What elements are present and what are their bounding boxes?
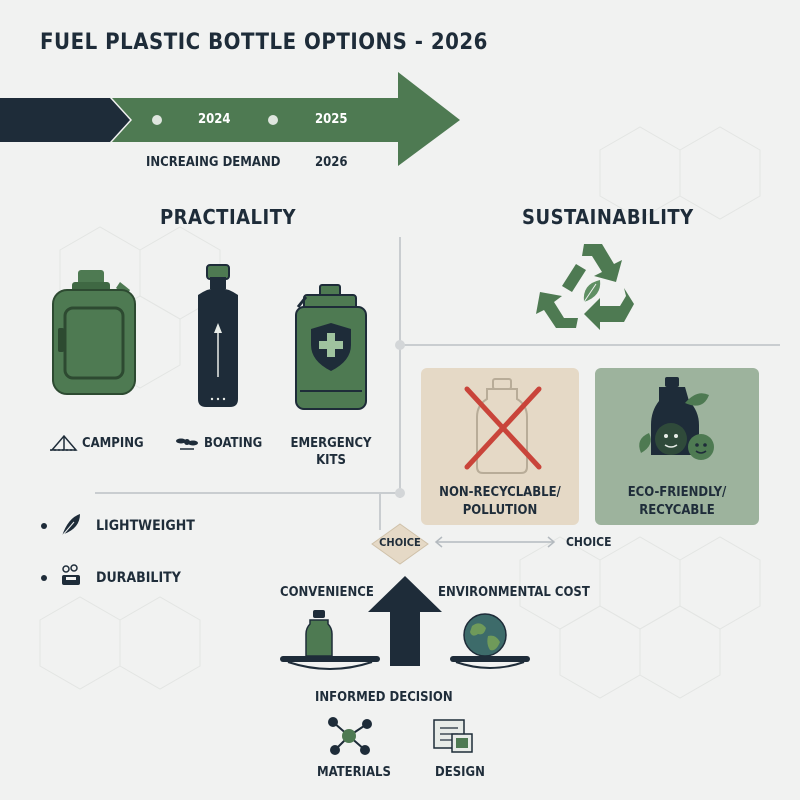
eco-friendly-label: ECO-FRIENDLY/ RECYCABLE	[627, 485, 727, 518]
informed-decision-label: INFORMED DECISION	[315, 690, 453, 705]
convenience-label: CONVENIENCE	[280, 585, 374, 600]
timeline-year-2024: 2024	[198, 112, 231, 127]
emergency-jerrycan-icon	[295, 284, 367, 410]
eco-bottle-characters-icon	[639, 377, 714, 460]
timeline-green-arrow	[112, 72, 460, 166]
timeline-year-2025: 2025	[315, 112, 348, 127]
timeline-arrow	[0, 72, 460, 166]
durability-label: DURABILITY	[96, 570, 181, 586]
choice-badge: CHOICE	[379, 536, 421, 549]
tent-icon	[50, 434, 78, 451]
convenience-bottle-icon	[305, 610, 333, 657]
balance-scale	[280, 576, 530, 670]
boating-bottle-icon	[198, 264, 238, 407]
choice-diamond	[371, 523, 429, 565]
camping-label: CAMPING	[82, 436, 144, 451]
non-recyclable-card	[421, 368, 579, 525]
bullet-dot-lightweight	[41, 523, 47, 529]
up-arrow	[368, 576, 442, 666]
molecule-icon	[328, 717, 372, 755]
environmental-cost-label: ENVIRONMENTAL COST	[438, 585, 590, 600]
choice-label: CHOICE	[566, 535, 612, 549]
materials-label: MATERIALS	[317, 765, 391, 780]
feather-icon	[61, 514, 80, 537]
non-recyclable-label: NON-RECYCLABLE/ POLLUTION	[439, 485, 561, 518]
sustainability-title: SUSTAINABILITY	[522, 205, 694, 229]
practicality-title: PRACTIALITY	[160, 205, 297, 229]
page-title: FUEL PLASTIC BOTTLE OPTIONS - 2026	[40, 30, 488, 55]
timeline-year-2026: 2026	[315, 155, 348, 170]
lightweight-label: LIGHTWEIGHT	[96, 518, 195, 534]
globe-icon	[463, 613, 507, 657]
boat-propeller-icon	[176, 438, 198, 450]
bullet-dot-durability	[41, 575, 47, 581]
divider-node-bottom	[395, 488, 405, 498]
choice-double-arrow	[434, 536, 556, 548]
timeline-dark-band	[0, 98, 130, 142]
crossed-bottle-icon	[464, 378, 542, 474]
emergency-kits-label: EMERGENCY KITS	[290, 436, 372, 468]
boating-label: BOATING	[204, 436, 263, 451]
timeline-demand-label: INCREAING DEMAND	[146, 155, 281, 170]
divider-node-top	[395, 340, 405, 350]
timeline-dot-2024	[152, 115, 162, 125]
camping-jerrycan-icon	[52, 270, 136, 395]
timeline-dot-2025	[268, 115, 278, 125]
blueprint-icon	[433, 719, 473, 753]
toolbox-icon	[62, 564, 80, 585]
recycle-icon	[536, 244, 634, 330]
design-label: DESIGN	[435, 765, 485, 780]
